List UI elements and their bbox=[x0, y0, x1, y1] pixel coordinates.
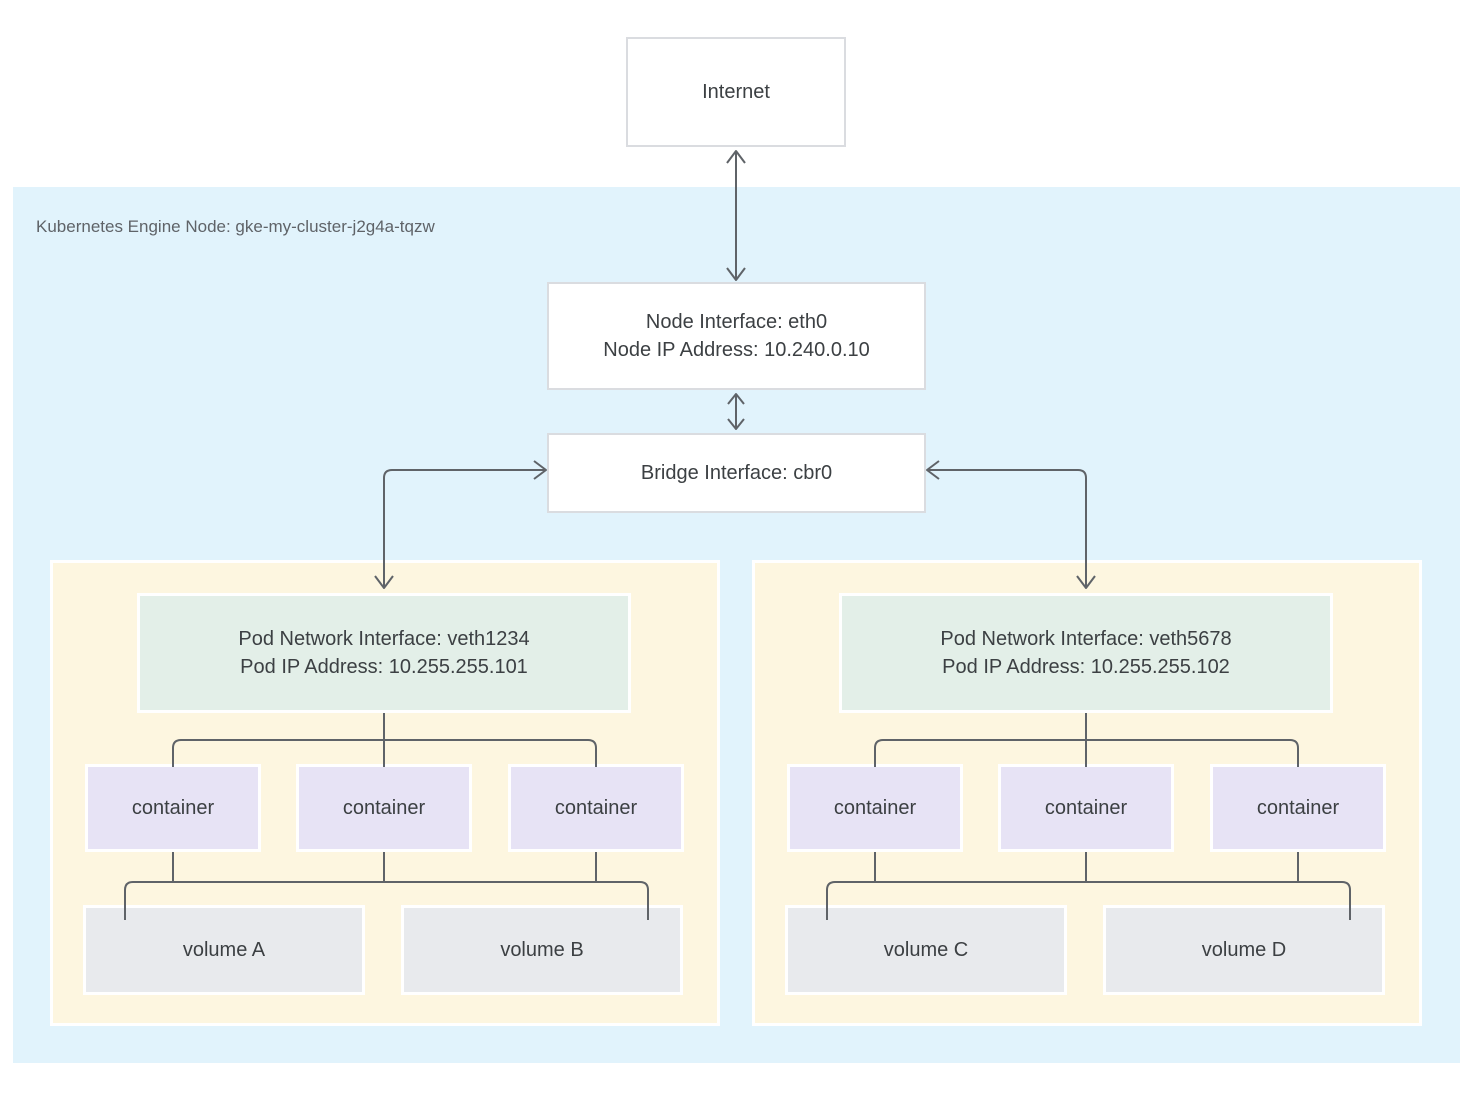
pod-2-volume-d: volume D bbox=[1103, 905, 1385, 995]
container-label: container bbox=[1256, 797, 1340, 819]
pod-2-network-interface-box: Pod Network Interface: veth5678 Pod IP A… bbox=[839, 593, 1333, 713]
pod-2-interface-line1: Pod Network Interface: veth5678 bbox=[940, 628, 1232, 650]
pod-1-volume-a: volume A bbox=[83, 905, 365, 995]
volume-label: volume A bbox=[182, 939, 266, 961]
pod-2-volume-c: volume C bbox=[785, 905, 1067, 995]
pod-1-container-3: container bbox=[508, 764, 684, 852]
container-label: container bbox=[1044, 797, 1128, 819]
pod-2-interface-line2: Pod IP Address: 10.255.255.102 bbox=[942, 656, 1230, 678]
pod-1-container-2: container bbox=[296, 764, 472, 852]
bridge-interface-label: Bridge Interface: cbr0 bbox=[640, 462, 833, 484]
node-interface-box: Node Interface: eth0 Node IP Address: 10… bbox=[547, 282, 926, 390]
pod-2-container-3: container bbox=[1210, 764, 1386, 852]
volume-label: volume C bbox=[883, 939, 969, 961]
container-label: container bbox=[342, 797, 426, 819]
pod-1-network-interface-box: Pod Network Interface: veth1234 Pod IP A… bbox=[137, 593, 631, 713]
pod-1-interface-line1: Pod Network Interface: veth1234 bbox=[238, 628, 530, 650]
container-label: container bbox=[554, 797, 638, 819]
volume-label: volume B bbox=[500, 939, 584, 961]
node-region-label: Kubernetes Engine Node: gke-my-cluster-j… bbox=[36, 217, 435, 236]
pod-2-container-1: container bbox=[787, 764, 963, 852]
container-label: container bbox=[833, 797, 917, 819]
internet-label: Internet bbox=[702, 81, 770, 103]
node-interface-line2: Node IP Address: 10.240.0.10 bbox=[603, 339, 870, 361]
container-label: container bbox=[131, 797, 215, 819]
pod-1-volume-b: volume B bbox=[401, 905, 683, 995]
pod-2-container-2: container bbox=[998, 764, 1174, 852]
pod-1-container-1: container bbox=[85, 764, 261, 852]
bridge-interface-box: Bridge Interface: cbr0 bbox=[547, 433, 926, 513]
volume-label: volume D bbox=[1201, 939, 1287, 961]
internet-box: Internet bbox=[626, 37, 846, 147]
node-interface-line1: Node Interface: eth0 bbox=[645, 311, 828, 333]
pod-1-interface-line2: Pod IP Address: 10.255.255.101 bbox=[240, 656, 528, 678]
